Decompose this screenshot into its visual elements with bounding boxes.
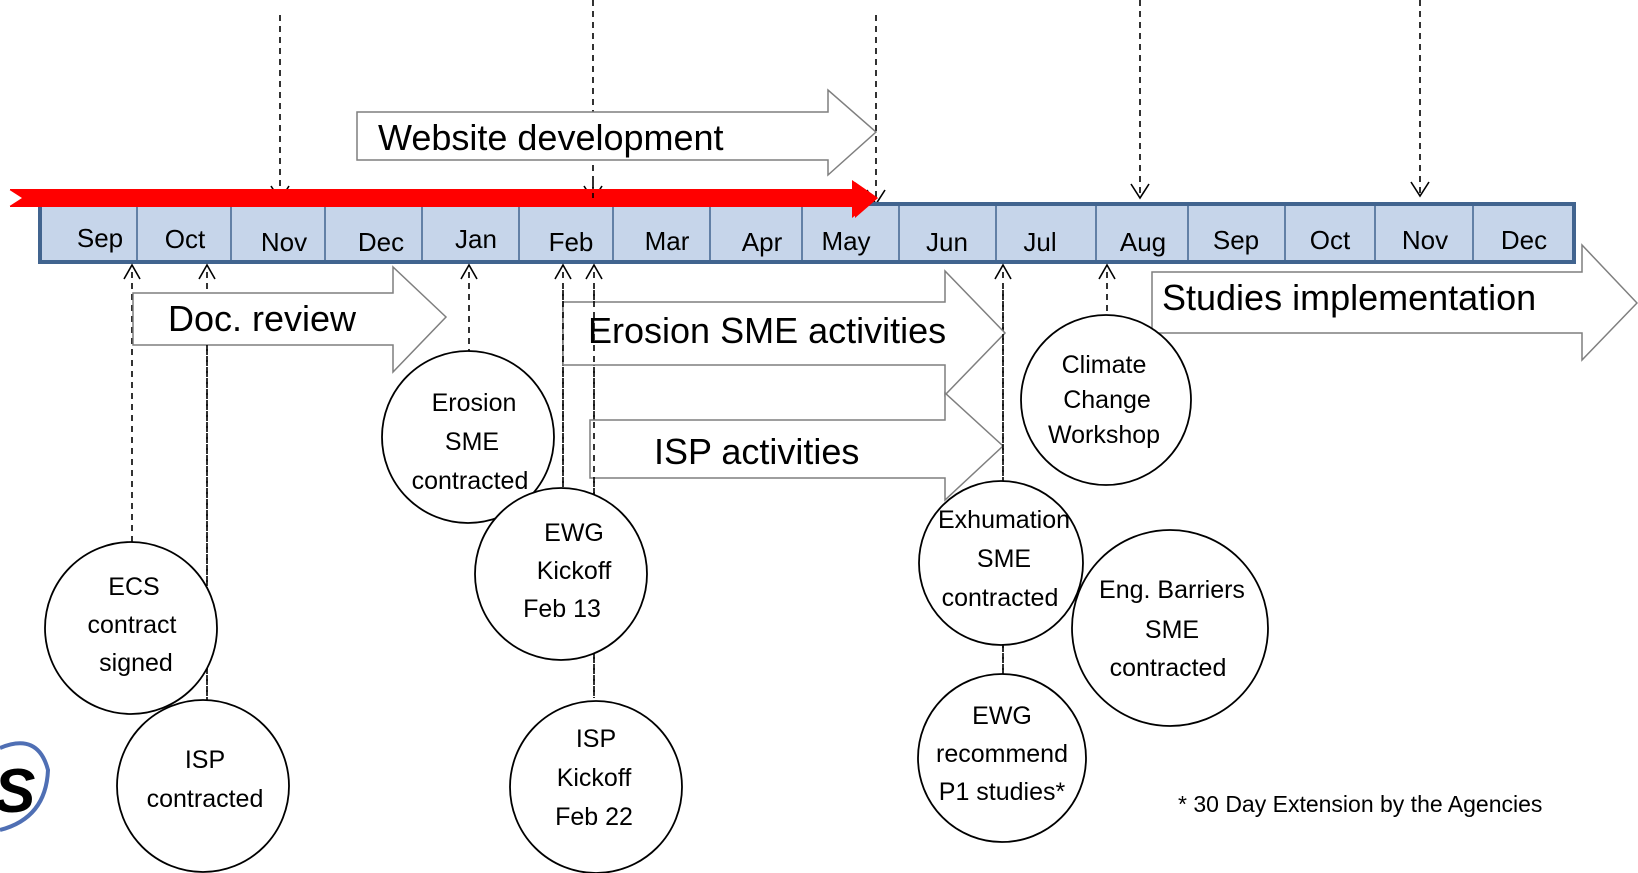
isp-activities-label: ISP activities [654, 431, 859, 472]
progress-arrow-head [852, 180, 878, 218]
doc-review-label: Doc. review [168, 298, 357, 339]
milestone-text: Feb 22 [555, 803, 633, 831]
progress-bar [10, 189, 856, 207]
milestone-text: Workshop [1048, 421, 1160, 449]
milestone-text: signed [99, 649, 173, 677]
month-label: Sep [1213, 225, 1259, 255]
top-markers [279, 0, 1421, 202]
milestone-text: EWG [972, 702, 1032, 730]
month-label: Aug [1120, 227, 1166, 257]
doc-review-arrow: Doc. review [132, 265, 448, 374]
logo-letter: S [0, 757, 35, 826]
progress-arrow-tail [8, 189, 22, 207]
milestone-text: SME [977, 545, 1031, 573]
milestone-text: ISP [185, 746, 225, 774]
marker-head-nov2 [1410, 181, 1430, 198]
month-label: Sep [77, 223, 123, 253]
website-development-arrow: Website development [356, 88, 878, 177]
milestone-climate-workshop: Climate Change Workshop [1020, 314, 1192, 486]
milestone-isp-kickoff: ISP Kickoff Feb 22 [509, 700, 683, 873]
milestone-text: ECS [108, 573, 159, 601]
milestone-text: Eng. Barriers [1099, 576, 1245, 604]
milestone-text: Feb 13 [523, 595, 601, 623]
milestone-ewg-kickoff: EWG Kickoff Feb 13 [474, 487, 648, 661]
studies-implementation-arrow: Studies implementation [1151, 243, 1638, 362]
month-label: Nov [1402, 225, 1448, 255]
month-label: Jun [926, 227, 968, 257]
milestone-ewg-recommend: EWG recommend P1 studies* [917, 673, 1087, 843]
milestone-text: Kickoff [537, 557, 612, 585]
isp-activities-arrow: ISP activities [589, 391, 1005, 502]
milestone-eng-barriers-sme: Eng. Barriers SME contracted [1071, 529, 1269, 727]
milestone-text: Exhumation [938, 506, 1070, 534]
month-label: Dec [1501, 225, 1547, 255]
milestone-text: ISP [576, 725, 616, 753]
marker-head-aug [1130, 183, 1150, 200]
erosion-sme-activities-label: Erosion SME activities [588, 310, 946, 351]
month-label: Feb [549, 227, 594, 257]
month-label: Oct [1310, 225, 1351, 255]
milestone-text: Change [1063, 386, 1151, 414]
month-label: Dec [358, 227, 404, 257]
milestone-text: EWG [544, 519, 604, 547]
milestone-erosion-sme: Erosion SME contracted [381, 350, 555, 524]
website-development-label: Website development [378, 117, 724, 158]
milestone-text: Kickoff [557, 764, 632, 792]
month-label: Nov [261, 227, 307, 257]
month-label: Mar [645, 226, 690, 256]
month-label: Jul [1023, 227, 1056, 257]
month-label: Apr [742, 227, 783, 257]
milestone-text: Climate [1062, 351, 1147, 379]
milestone-text: contracted [1110, 654, 1227, 682]
milestone-text: Erosion [432, 389, 517, 417]
month-label: Oct [165, 224, 206, 254]
logo: S [0, 741, 51, 832]
month-label: May [821, 226, 870, 256]
milestone-ecs-contract: ECS contract signed [44, 541, 218, 715]
erosion-sme-activities-arrow: Erosion SME activities [562, 269, 1007, 397]
milestone-isp-contracted: ISP contracted [116, 699, 290, 873]
milestone-text: contracted [147, 785, 264, 813]
milestone-text: contracted [942, 584, 1059, 612]
studies-implementation-label: Studies implementation [1162, 277, 1536, 318]
timeline-bar: Sep Oct Nov Dec Jan Feb Mar Apr May Jun … [38, 202, 1576, 264]
milestone-text: P1 studies* [939, 778, 1066, 806]
milestone-text: SME [1145, 616, 1199, 644]
milestone-text: recommend [936, 740, 1068, 768]
milestone-text: contract [88, 611, 177, 639]
month-label: Jan [455, 224, 497, 254]
milestone-exhumation-sme: Exhumation SME contracted [918, 480, 1084, 646]
milestone-text: SME [445, 428, 499, 456]
footnote: * 30 Day Extension by the Agencies [1178, 791, 1542, 817]
milestone-text: contracted [412, 467, 529, 495]
